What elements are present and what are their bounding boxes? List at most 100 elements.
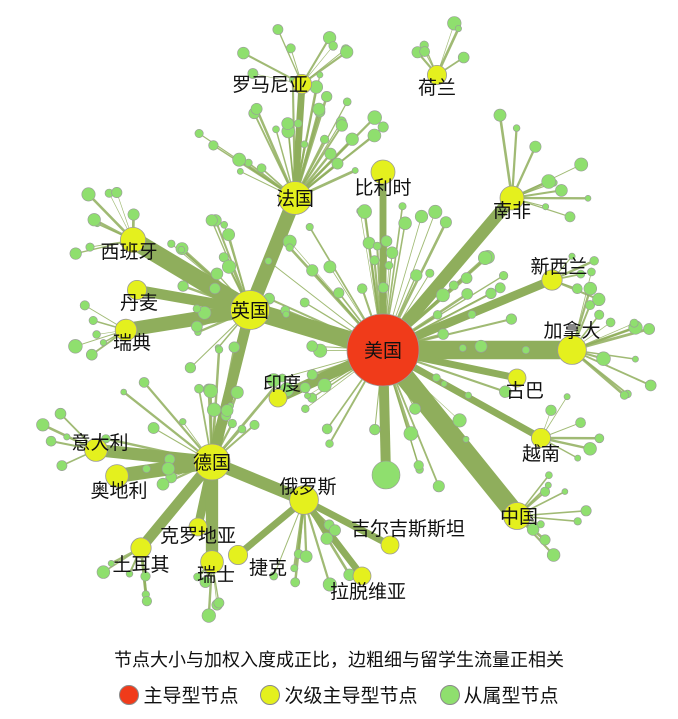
edge-uk-france <box>242 190 303 318</box>
node-label-vietnam: 越南 <box>522 443 560 465</box>
edge-uk-spain <box>124 231 259 319</box>
leaf-node <box>541 174 557 189</box>
node-france <box>278 181 312 215</box>
node-label-croatia: 克罗地亚 <box>160 525 236 547</box>
leaf-node <box>432 310 443 320</box>
leaf-node <box>583 442 597 456</box>
node-netherlands <box>426 65 447 86</box>
leaf-node <box>605 317 616 328</box>
leaf-node <box>45 435 57 447</box>
leaf-node <box>521 345 531 355</box>
leaf-node <box>409 402 421 415</box>
leaf-node <box>425 268 435 278</box>
leaf-node <box>574 157 589 172</box>
leaf-node <box>573 517 582 526</box>
leaf-node <box>563 393 571 401</box>
node-label-austria: 奥地利 <box>90 480 147 502</box>
leaf-node <box>439 216 452 229</box>
leaf-node <box>369 255 380 266</box>
node-vietnam <box>531 427 552 448</box>
leaf-node <box>63 433 71 441</box>
legend-label-secondary: 次级主导型节点 <box>284 685 418 707</box>
leaf-node <box>561 488 569 495</box>
leaf-node <box>398 202 407 211</box>
node-label-france: 法国 <box>276 188 314 210</box>
leaf-node <box>576 269 586 279</box>
node-label-czech: 捷克 <box>249 557 287 579</box>
node-label-switzerland: 瑞士 <box>197 564 235 586</box>
node-india <box>268 388 288 408</box>
leaf-node <box>69 247 82 260</box>
leaf-node <box>592 292 606 307</box>
node-croatia <box>188 517 208 537</box>
leaf-node <box>333 287 345 299</box>
network-graph: 美国英国德国法国俄罗斯中国加拿大南非比利时荷兰罗马尼亚西班牙丹麦瑞典印度新西兰古… <box>36 16 657 623</box>
leaf-edge <box>122 391 213 463</box>
leaf-node <box>372 241 382 251</box>
leaf-node <box>167 239 176 248</box>
leaf-node <box>564 211 576 223</box>
leaf-node <box>285 43 296 54</box>
leaf-node <box>632 355 639 363</box>
node-denmark <box>127 279 148 300</box>
leaf-node <box>629 318 639 328</box>
node-labels: 美国英国德国法国俄罗斯中国加拿大南非比利时荷兰罗马尼亚西班牙丹麦瑞典印度新西兰古… <box>71 74 600 603</box>
leaf-node <box>177 280 189 292</box>
leaf-node <box>237 46 250 60</box>
node-kyrgyzstan <box>380 535 400 555</box>
leaf-node <box>218 252 229 263</box>
leaf-node <box>619 390 629 400</box>
leaf-node <box>512 124 521 132</box>
leaf-node <box>272 125 280 134</box>
node-label-turkey: 土耳其 <box>112 554 169 576</box>
leaf-node <box>536 520 545 529</box>
leaf-node <box>575 417 586 429</box>
node-label-canada: 加拿大 <box>543 319 600 342</box>
leaf-node <box>367 110 382 125</box>
edge-germany-turkey <box>135 456 218 554</box>
legend-item-main: 主导型节点 <box>119 681 238 708</box>
node-newzealand <box>541 269 563 291</box>
leaf-node <box>81 187 96 202</box>
leaf-node <box>328 41 338 51</box>
leaf-node <box>462 435 470 443</box>
legend-item-subordinate: 从属型节点 <box>439 681 559 708</box>
leaf-node <box>437 328 449 340</box>
leaf-node <box>299 550 313 563</box>
leaf-node <box>232 152 247 167</box>
leaf-node <box>194 383 204 394</box>
leaf-node <box>546 548 561 562</box>
leaf-node <box>199 576 212 588</box>
leaf-node <box>230 385 244 399</box>
leaf-node <box>111 187 123 199</box>
leaf-node <box>584 195 592 202</box>
leaf-node-large <box>371 460 401 490</box>
leaf-node <box>340 45 354 59</box>
node-label-kyrgyzstan: 吉尔吉斯斯坦 <box>351 518 465 540</box>
leaf-node <box>499 385 512 398</box>
leaf-node <box>644 379 657 392</box>
leaf-node <box>331 157 344 170</box>
legend: 主导型节点 次级主导型节点 从属型节点 <box>0 681 678 708</box>
leaf-node <box>485 287 497 300</box>
leaf-node <box>247 68 259 79</box>
leaf-node <box>161 462 175 476</box>
leaf-node <box>329 524 341 537</box>
leaf-node <box>107 560 115 567</box>
node-label-belgium: 比利时 <box>354 177 411 199</box>
node-label-latvia: 拉脱维亚 <box>330 581 406 603</box>
edge-france-romania <box>291 80 306 202</box>
node-germany <box>193 443 231 481</box>
leaf-node <box>193 572 202 582</box>
leaf-node <box>209 282 221 295</box>
leaf-node <box>432 480 445 493</box>
leaf-node <box>79 300 90 311</box>
leaf-node <box>351 167 359 174</box>
leaf-node <box>460 272 473 284</box>
leaf-node <box>377 282 389 294</box>
leaf-node <box>545 471 553 480</box>
node-turkey <box>130 537 152 559</box>
leaf-node <box>540 486 551 497</box>
leaf-node <box>197 305 212 320</box>
